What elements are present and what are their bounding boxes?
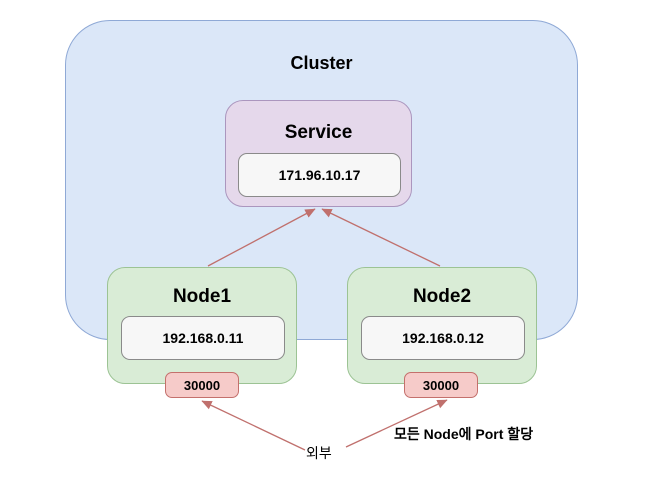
node2-title: Node2 (412, 286, 472, 307)
service-box: Service 171.96.10.17 (225, 100, 412, 207)
arrow-external-to-node1-port (201, 400, 306, 451)
node2-box: Node2 192.168.0.12 (347, 267, 537, 384)
node1-title: Node1 (172, 286, 232, 307)
port-assignment-note: 모든 Node에 Port 할당 (394, 426, 534, 442)
node1-port-box: 30000 (165, 372, 239, 398)
node1-ip-box: 192.168.0.11 (121, 316, 285, 360)
node1-box: Node1 192.168.0.11 (107, 267, 297, 384)
service-title: Service (284, 122, 353, 143)
external-label: 외부 (306, 445, 332, 461)
service-ip-box: 171.96.10.17 (238, 153, 401, 197)
node2-port-box: 30000 (404, 372, 478, 398)
cluster-title: Cluster (290, 53, 353, 73)
node2-ip-box: 192.168.0.12 (361, 316, 525, 360)
